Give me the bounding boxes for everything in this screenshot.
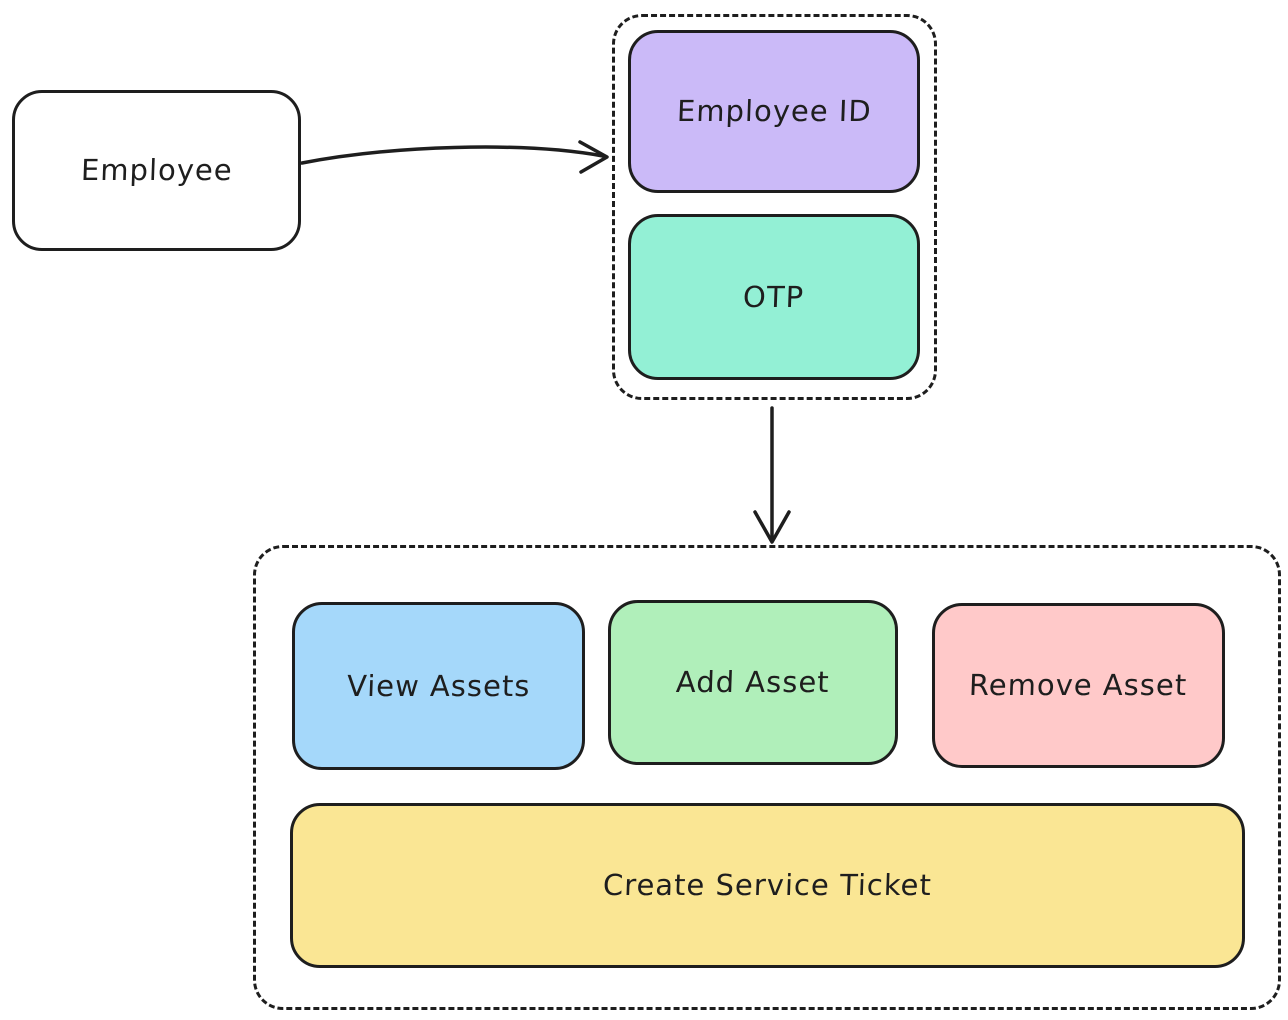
edge-auth-to-actions[interactable] xyxy=(753,406,791,544)
node-otp-label: OTP xyxy=(742,279,806,314)
node-remove-asset-label: Remove Asset xyxy=(968,668,1189,703)
actions-group-container[interactable]: View Assets Add Asset Remove Asset Creat… xyxy=(253,545,1281,1010)
edge-employee-to-auth[interactable] xyxy=(300,140,609,174)
node-remove-asset[interactable]: Remove Asset xyxy=(932,603,1225,768)
auth-group-container[interactable]: Employee ID OTP xyxy=(612,14,937,400)
node-add-asset[interactable]: Add Asset xyxy=(608,600,898,765)
node-create-service-ticket-label: Create Service Ticket xyxy=(602,868,933,903)
node-employee[interactable]: Employee xyxy=(12,90,301,251)
node-view-assets-label: View Assets xyxy=(346,668,531,703)
node-employee-id-label: Employee ID xyxy=(676,94,872,129)
node-otp[interactable]: OTP xyxy=(628,214,920,380)
node-add-asset-label: Add Asset xyxy=(675,665,831,700)
node-employee-id[interactable]: Employee ID xyxy=(628,30,920,193)
node-employee-label: Employee xyxy=(80,153,233,188)
node-view-assets[interactable]: View Assets xyxy=(292,602,585,770)
edge-employee-to-auth-arrowhead xyxy=(578,140,609,174)
edge-auth-to-actions-arrowhead xyxy=(753,510,791,544)
node-create-service-ticket[interactable]: Create Service Ticket xyxy=(290,803,1245,968)
edge-employee-to-auth-line[interactable] xyxy=(300,145,605,165)
